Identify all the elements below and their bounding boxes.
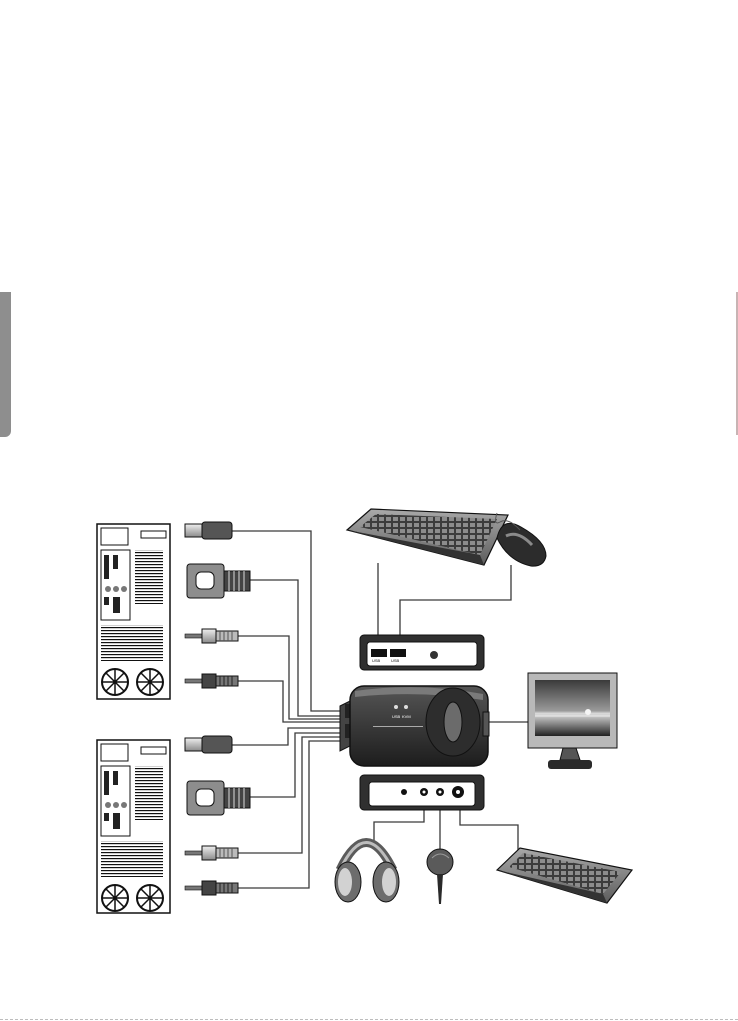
keyboard-top	[347, 509, 508, 565]
pc-tower-2	[97, 740, 170, 913]
kvm-led-label-1: USB	[392, 714, 401, 719]
audio-plug-2a	[185, 846, 238, 860]
keyboard-bottom	[497, 848, 632, 903]
kvm-audio-panel	[360, 775, 484, 810]
rear-port-label-2: USB	[391, 658, 400, 663]
microphone	[427, 849, 453, 904]
mouse	[496, 513, 546, 566]
headphones	[335, 843, 399, 903]
kvm-switch: USB KVM	[340, 686, 489, 766]
kvm-rear-panel: USB USB	[360, 635, 484, 670]
pc-tower-1	[97, 524, 170, 699]
audio-plug-1b	[185, 674, 238, 688]
rear-port-label-1: USB	[372, 658, 381, 663]
vga-plug-2	[187, 781, 250, 815]
vga-plug-1	[187, 564, 250, 598]
audio-plug-1a	[185, 629, 238, 643]
monitor	[528, 673, 617, 769]
usb-plug-2	[185, 736, 232, 753]
audio-plug-2b	[185, 881, 238, 895]
usb-plug-1	[185, 522, 232, 539]
kvm-led-label-2: KVM	[402, 714, 411, 719]
